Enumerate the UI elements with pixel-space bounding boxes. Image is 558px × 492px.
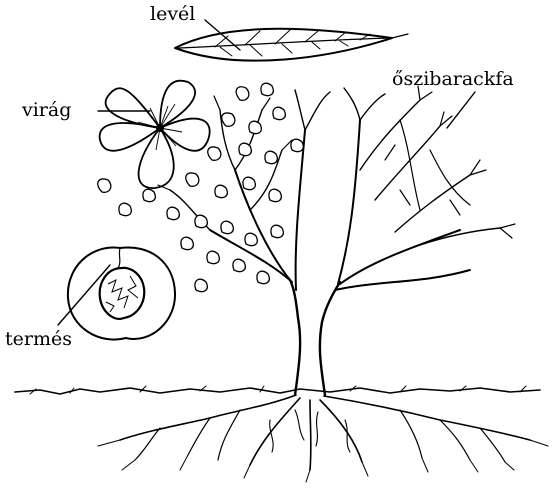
label-flower: virág	[22, 101, 71, 120]
tree-drawing	[158, 86, 515, 395]
label-tree: őszibarackfa	[392, 70, 514, 89]
tree-foliage	[98, 83, 304, 291]
leaf-drawing	[175, 29, 408, 61]
label-fruit: termés	[5, 330, 72, 349]
roots-drawing	[98, 395, 548, 482]
soil-line	[15, 386, 540, 394]
fruit-drawing	[68, 247, 175, 339]
flower-drawing	[100, 81, 210, 188]
label-leaf: levél	[150, 5, 195, 24]
